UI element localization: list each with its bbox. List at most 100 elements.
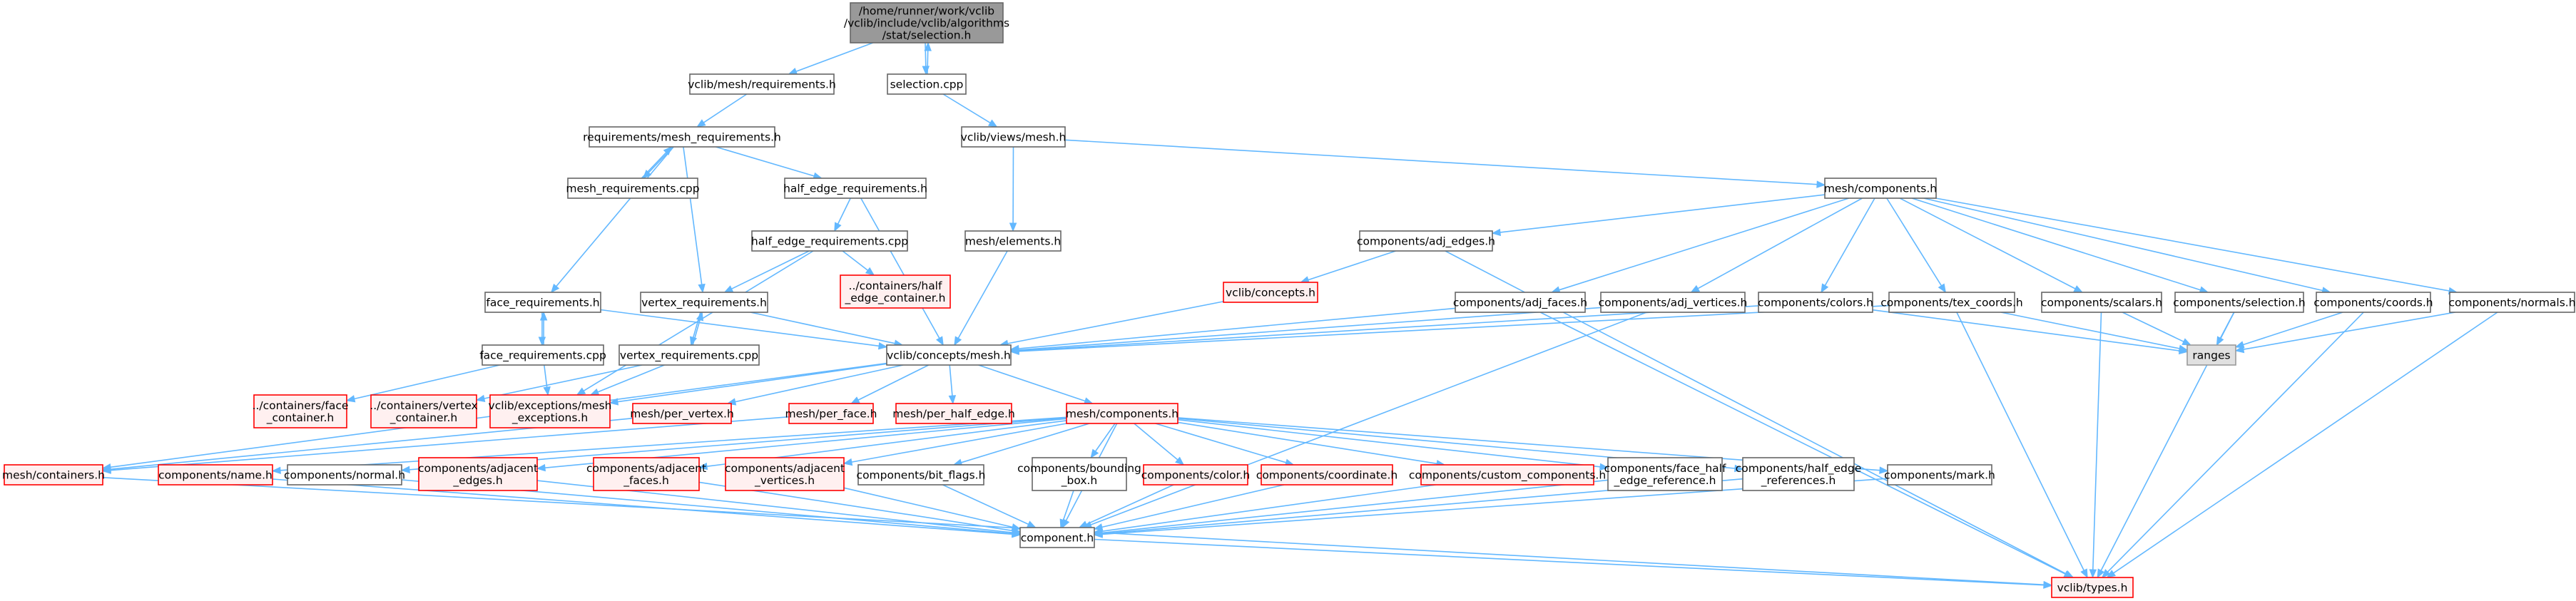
node-box[interactable] — [1261, 464, 1393, 486]
node-box[interactable] — [158, 464, 273, 486]
node-mesh-elements[interactable]: mesh/elements.h — [964, 230, 1062, 252]
node-box[interactable] — [1742, 457, 1855, 491]
node-box[interactable] — [484, 292, 601, 313]
node-face-req[interactable]: face_requirements.h — [484, 292, 601, 313]
node-box[interactable] — [418, 457, 538, 491]
node-comp-custom[interactable]: components/custom_components.h — [1409, 464, 1606, 486]
node-box[interactable] — [961, 126, 1066, 148]
node-comp-name[interactable]: components/name.h — [158, 464, 273, 486]
node-box[interactable] — [1455, 292, 1586, 313]
node-box[interactable] — [784, 178, 927, 199]
node-component-h[interactable]: component.h — [1019, 527, 1095, 548]
node-comp-adjacent-edges[interactable]: components/adjacent_edges.h — [418, 457, 538, 491]
node-box[interactable] — [1019, 527, 1095, 548]
node-vclib-types[interactable]: vclib/types.h — [2051, 577, 2134, 598]
node-concepts-mesh[interactable]: vclib/concepts/mesh.h — [886, 344, 1012, 366]
node-comp-coords[interactable]: components/coords.h — [2313, 292, 2433, 313]
node-box[interactable] — [1420, 464, 1594, 486]
node-req-mesh-req[interactable]: requirements/mesh_requirements.h — [583, 126, 781, 148]
node-box[interactable] — [887, 73, 967, 95]
node-comp-adjacent-vertices[interactable]: components/adjacent_vertices.h — [725, 457, 845, 491]
node-face-req-cpp[interactable]: face_requirements.cpp — [479, 344, 606, 366]
node-comp-mark[interactable]: components/mark.h — [1884, 464, 1995, 486]
node-vclib-concepts[interactable]: vclib/concepts.h — [1223, 282, 1318, 303]
node-box[interactable] — [1032, 457, 1127, 491]
node-comp-colors[interactable]: components/colors.h — [1758, 292, 1873, 313]
node-box[interactable] — [618, 344, 760, 366]
node-root[interactable]: /home/runner/work/vclib/vclib/include/vc… — [844, 2, 1009, 43]
node-box[interactable] — [857, 464, 984, 486]
node-comp-adj-edges[interactable]: components/adj_edges.h — [1357, 230, 1495, 252]
node-box[interactable] — [2449, 292, 2575, 313]
node-comp-bit-flags[interactable]: components/bit_flags.h — [857, 464, 986, 486]
node-per-face[interactable]: mesh/per_face.h — [785, 403, 877, 424]
node-box[interactable] — [751, 230, 908, 252]
node-selection-cpp[interactable]: selection.cpp — [887, 73, 967, 95]
node-box[interactable] — [788, 403, 874, 424]
node-box[interactable] — [689, 73, 835, 95]
node-box[interactable] — [589, 126, 775, 148]
node-box[interactable] — [632, 403, 732, 424]
node-comp-tex-coords[interactable]: components/tex_coords.h — [1880, 292, 2023, 313]
node-box[interactable] — [1824, 178, 1937, 199]
node-mesh-req-cpp[interactable]: mesh_requirements.cpp — [566, 178, 700, 199]
node-mesh-components-top[interactable]: mesh/components.h — [1824, 178, 1937, 199]
node-cont-he[interactable]: ../containers/half_edge_container.h — [840, 274, 951, 309]
node-box[interactable] — [1359, 230, 1493, 252]
node-box[interactable] — [2051, 577, 2134, 598]
node-comp-bounding-box[interactable]: components/bounding_box.h — [1017, 457, 1141, 491]
node-box[interactable] — [1223, 282, 1318, 303]
node-box[interactable] — [886, 344, 1012, 366]
node-exc-mesh[interactable]: vclib/exceptions/mesh_exceptions.h — [489, 394, 612, 428]
node-comp-normal[interactable]: components/normal.h — [284, 464, 405, 486]
node-mesh-containers[interactable]: mesh/containers.h — [2, 464, 105, 486]
node-box[interactable] — [370, 394, 477, 428]
node-comp-adj-faces[interactable]: components/adj_faces.h — [1453, 292, 1587, 313]
node-comp-face-he-ref[interactable]: components/face_half_edge_reference.h — [1604, 457, 1726, 491]
node-box[interactable] — [725, 457, 845, 491]
node-box[interactable] — [1758, 292, 1873, 313]
node-mesh-req[interactable]: vclib/mesh/requirements.h — [688, 73, 836, 95]
node-box[interactable] — [2316, 292, 2431, 313]
node-box[interactable] — [1887, 464, 1992, 486]
node-box[interactable] — [482, 344, 604, 366]
node-views-mesh[interactable]: vclib/views/mesh.h — [961, 126, 1066, 148]
node-box[interactable] — [964, 230, 1062, 252]
node-box[interactable] — [840, 274, 951, 309]
node-he-req-cpp[interactable]: half_edge_requirements.cpp — [751, 230, 908, 252]
node-ranges[interactable]: ranges — [2186, 344, 2236, 366]
node-box[interactable] — [1143, 464, 1248, 486]
node-comp-normals[interactable]: components/normals.h — [2448, 292, 2576, 313]
node-comp-coordinate[interactable]: components/coordinate.h — [1256, 464, 1398, 486]
node-box[interactable] — [253, 394, 347, 428]
node-box[interactable] — [2174, 292, 2304, 313]
node-comp-he-refs[interactable]: components/half_edge_references.h — [1736, 457, 1862, 491]
node-cont-vertex[interactable]: ../containers/vertex_container.h — [370, 394, 478, 428]
node-box[interactable] — [593, 457, 700, 491]
node-vert-req[interactable]: vertex_requirements.h — [640, 292, 768, 313]
node-box[interactable] — [850, 2, 1004, 43]
node-cont-face[interactable]: ../containers/face_container.h — [253, 394, 349, 428]
node-box[interactable] — [4, 464, 103, 486]
node-box[interactable] — [489, 394, 611, 428]
node-box[interactable] — [1600, 292, 1746, 313]
node-box[interactable] — [287, 464, 402, 486]
node-per-vertex[interactable]: mesh/per_vertex.h — [630, 403, 734, 424]
node-comp-selection[interactable]: components/selection.h — [2173, 292, 2306, 313]
node-box[interactable] — [895, 403, 1012, 424]
node-comp-scalars[interactable]: components/scalars.h — [2041, 292, 2162, 313]
node-box[interactable] — [1888, 292, 2015, 313]
node-box[interactable] — [1607, 457, 1723, 491]
node-box[interactable] — [640, 292, 768, 313]
node-vert-req-cpp[interactable]: vertex_requirements.cpp — [618, 344, 760, 366]
node-box[interactable] — [567, 178, 698, 199]
node-he-req[interactable]: half_edge_requirements.h — [783, 178, 927, 199]
node-comp-adj-vertices[interactable]: components/adj_vertices.h — [1599, 292, 1748, 313]
node-comp-color[interactable]: components/color.h — [1141, 464, 1250, 486]
node-per-half-edge[interactable]: mesh/per_half_edge.h — [892, 403, 1015, 424]
node-comp-adjacent-faces[interactable]: components/adjacent_faces.h — [586, 457, 706, 491]
node-mesh-components-red[interactable]: mesh/components.h — [1066, 403, 1178, 424]
node-box[interactable] — [2186, 344, 2236, 366]
node-box[interactable] — [1066, 403, 1178, 424]
node-box[interactable] — [2041, 292, 2162, 313]
